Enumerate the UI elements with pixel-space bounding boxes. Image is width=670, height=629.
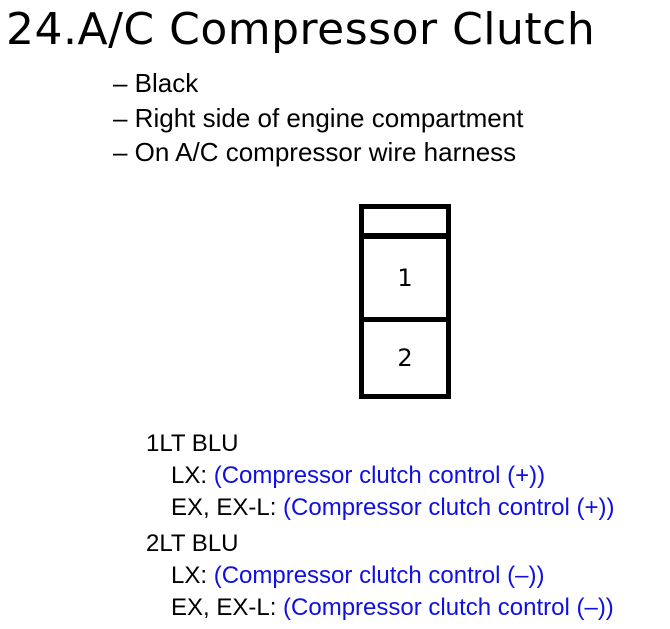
model-label: LX: [171,462,208,489]
pin-number: 2 [397,344,413,372]
connector-pin-1: 1 [364,239,446,322]
detail-harness: – On A/C compressor wire harness [113,137,517,167]
pin-function-line: EX, EX-L: (Compressor clutch control (–)… [146,592,614,624]
pin-wire-color: 2LT BLU [146,530,239,557]
detail-color: – Black [113,68,199,98]
model-label: EX, EX-L: [171,494,277,521]
connector-pin-2: 2 [364,322,446,394]
function-value: (Compressor clutch control (–)) [213,562,545,589]
pin-wire-color: 1LT BLU [146,430,239,457]
function-value: (Compressor clutch control (+)) [283,494,615,521]
function-value: (Compressor clutch control (–)) [283,594,614,621]
model-label: LX: [171,562,208,589]
location-details: – Black – Right side of engine compartme… [113,66,523,170]
pin-number: 1 [397,264,413,292]
pin-function-line: EX, EX-L: (Compressor clutch control (+)… [146,492,614,524]
connector-lock-tab [364,209,446,239]
pin-description-1: 1LT BLU LX: (Compressor clutch control (… [146,428,614,524]
function-value: (Compressor clutch control (+)) [213,462,546,489]
pin-function-line: LX: (Compressor clutch control (–)) [146,560,614,592]
pin-description-2: 2LT BLU LX: (Compressor clutch control (… [146,528,614,624]
pin-function-line: LX: (Compressor clutch control (+)) [146,460,614,492]
connector-diagram: 1 2 [359,204,451,399]
pin-descriptions: 1LT BLU LX: (Compressor clutch control (… [146,428,614,628]
model-label: EX, EX-L: [171,594,277,621]
page-title: 24.A/C Compressor Clutch [6,4,596,55]
detail-location: – Right side of engine compartment [113,102,524,133]
